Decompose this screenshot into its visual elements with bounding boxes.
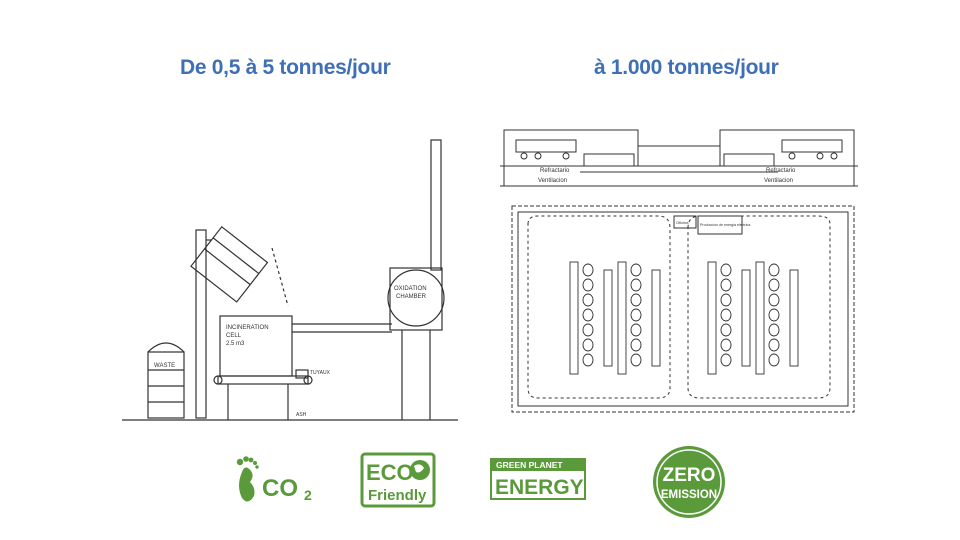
plan-cell-unit — [582, 263, 594, 277]
tilted-bin — [190, 225, 269, 303]
plan-cell-unit — [582, 338, 594, 352]
label-cell-1: INCINERATION — [226, 325, 269, 331]
label-chamber-1: OXIDATION — [394, 286, 427, 292]
plan-cell-unit — [768, 353, 780, 367]
badge-zero-emission: ZERO EMISSION — [653, 446, 725, 518]
plan-cell-unit — [630, 308, 642, 322]
label-tuyaux: TUYAUX — [310, 370, 331, 376]
plan-cell-unit — [630, 263, 642, 277]
plan-cell-unit — [582, 353, 594, 367]
plan-cell-unit — [582, 278, 594, 292]
truck-left — [515, 139, 577, 153]
large-plant-drawing: Refractario Ventilacion Refractario Vent… — [500, 129, 858, 413]
chimney — [430, 139, 442, 271]
badge-co2: CO 2 — [236, 456, 312, 503]
plan-cell-unit — [768, 278, 780, 292]
footprint-icon — [236, 456, 259, 502]
plan-cell-unit — [630, 338, 642, 352]
plan-cell-unit — [630, 293, 642, 307]
label-waste: WASTE — [154, 363, 175, 369]
plan-cell-unit — [630, 323, 642, 337]
label-chamber-2: CHAMBER — [396, 294, 427, 300]
plan-cell-unit — [768, 338, 780, 352]
badge-green-planet-energy: GREEN PLANET ENERGY — [490, 458, 586, 500]
label-ash: ASH — [296, 412, 307, 418]
label-ventilacion-right: Ventilacion — [764, 178, 793, 184]
badge-energy-top: GREEN PLANET — [496, 460, 563, 470]
plan-cell-column — [617, 261, 627, 375]
plan-cell-unit — [720, 323, 732, 337]
label-refractario-right: Refractario — [766, 168, 796, 174]
plan-cell-unit — [768, 263, 780, 277]
plan-cell-column — [755, 261, 765, 375]
waste-bin — [147, 351, 185, 419]
label-refractario-left: Refractario — [540, 168, 570, 174]
plan-cell-column — [569, 261, 579, 375]
plan-cell-unit — [582, 323, 594, 337]
label-oficina: Oficina — [676, 220, 689, 225]
plan-cell-unit — [768, 308, 780, 322]
plan-cell-unit — [582, 293, 594, 307]
oxidation-chamber — [387, 269, 445, 327]
elevation-roof-left — [503, 129, 639, 186]
lift-mast — [195, 229, 207, 419]
plan-cell-unit — [720, 293, 732, 307]
plan-cell-unit — [630, 278, 642, 292]
label-produccion: Produccion de energia electrica — [700, 223, 750, 227]
label-cell-3: 2.5 m3 — [226, 341, 245, 347]
plan-cell-unit — [630, 353, 642, 367]
plan-cell-unit — [720, 338, 732, 352]
badge-zero-bottom: EMISSION — [661, 489, 717, 501]
badge-eco-friendly: ECO Friendly — [360, 452, 436, 508]
badge-zero-top: ZERO — [663, 465, 716, 486]
heading-capacity-small: De 0,5 à 5 tonnes/jour — [180, 56, 391, 79]
plan-cell-unit — [720, 308, 732, 322]
office-box — [673, 215, 697, 229]
plan-service-strip — [741, 269, 751, 367]
energy-box — [697, 215, 743, 235]
badge-energy-bottom: ENERGY — [495, 476, 584, 499]
badge-co2-text: CO — [262, 475, 298, 502]
plan-boundary — [511, 205, 855, 413]
plan-service-strip — [651, 269, 661, 367]
plan-cell-column — [707, 261, 717, 375]
plan-cell-unit — [582, 308, 594, 322]
badge-eco-top: ECO — [366, 460, 414, 485]
small-unit-drawing: WASTE INCINERATION CELL 2.5 m3 OXIDATION… — [122, 139, 458, 421]
truck-right — [781, 139, 843, 153]
badge-co2-subscript: 2 — [304, 487, 312, 503]
plan-service-strip — [789, 269, 799, 367]
plan-cell-unit — [768, 323, 780, 337]
heading-capacity-large: à 1.000 tonnes/jour — [594, 56, 779, 79]
plan-cell-unit — [720, 278, 732, 292]
plan-service-strip — [603, 269, 613, 367]
badge-eco-bottom: Friendly — [368, 487, 427, 504]
plan-cell-unit — [720, 353, 732, 367]
label-ventilacion-left: Ventilacion — [538, 178, 567, 184]
plan-cell-unit — [720, 263, 732, 277]
plan-cell-unit — [768, 293, 780, 307]
label-cell-2: CELL — [226, 333, 242, 339]
ash-conveyor — [217, 375, 309, 385]
